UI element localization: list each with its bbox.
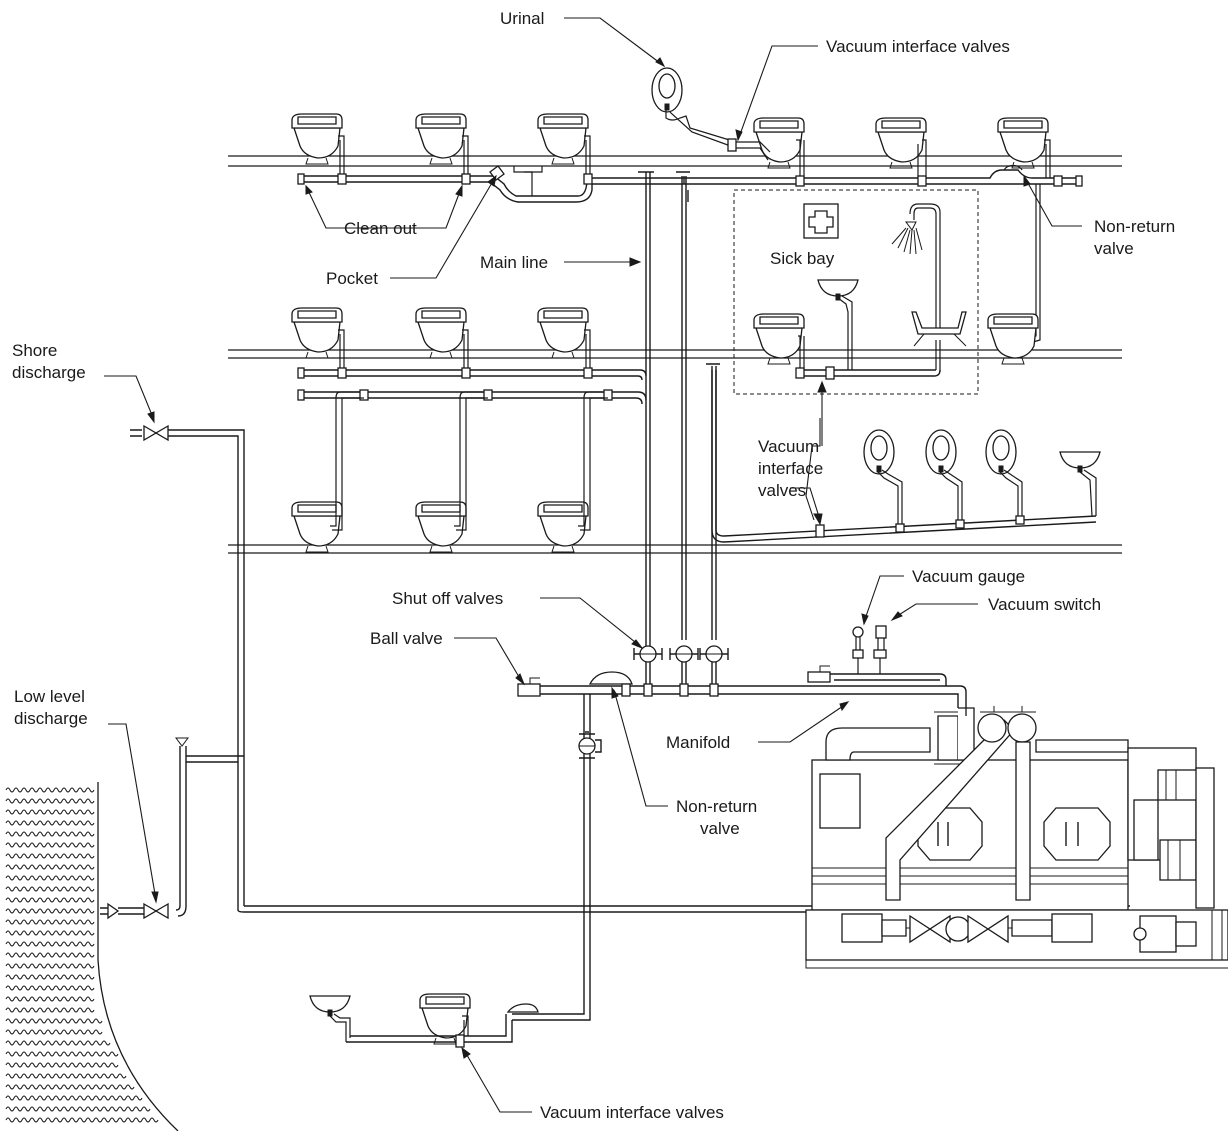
shut-off-valves bbox=[633, 640, 729, 684]
label-vacuum-interface-valves-mid-line3: valves bbox=[758, 481, 806, 500]
sick-bay-boundary bbox=[733, 189, 979, 395]
label-shore-discharge-line2: discharge bbox=[12, 363, 86, 382]
label-vacuum-interface-valves-mid-line2: interface bbox=[758, 459, 823, 478]
valve-icon bbox=[143, 424, 169, 442]
label-vacuum-interface-valves-mid-line1: Vacuum bbox=[758, 437, 819, 456]
label-pocket: Pocket bbox=[326, 269, 378, 288]
vacuum-gauge-icon bbox=[852, 626, 864, 674]
hull-and-water bbox=[5, 782, 179, 1131]
main-lines bbox=[638, 171, 720, 640]
label-non-return-valve-bottom-line1: Non-return bbox=[676, 797, 757, 816]
middle-deck-pipes bbox=[297, 329, 647, 531]
washbasin-icon bbox=[817, 279, 859, 301]
label-shore-discharge-line1: Shore bbox=[12, 341, 57, 360]
label-vacuum-switch: Vacuum switch bbox=[988, 595, 1101, 614]
washbasin-icon bbox=[309, 995, 351, 1017]
label-vacuum-interface-valves-bottom: Vacuum interface valves bbox=[540, 1103, 724, 1122]
label-clean-out: Clean out bbox=[344, 219, 417, 238]
vacuum-unit-icon bbox=[805, 706, 1228, 969]
labels: Urinal Vacuum interface valves Clean out… bbox=[12, 9, 1175, 1122]
urinal-icon bbox=[925, 429, 957, 475]
label-low-level-discharge-line2: discharge bbox=[14, 709, 88, 728]
label-low-level-discharge-line1: Low level bbox=[14, 687, 85, 706]
label-urinal: Urinal bbox=[500, 9, 544, 28]
toilet-icon bbox=[997, 117, 1049, 169]
urinal-icon bbox=[863, 429, 895, 475]
urinal-icon bbox=[985, 429, 1017, 475]
sick-bay bbox=[733, 189, 1039, 395]
label-non-return-valve-top-line2: valve bbox=[1094, 239, 1134, 258]
label-non-return-valve-top-line1: Non-return bbox=[1094, 217, 1175, 236]
washbasin-icon bbox=[1059, 451, 1101, 473]
label-main-line: Main line bbox=[480, 253, 548, 272]
upper-deck-toilets bbox=[291, 67, 1049, 169]
label-ball-valve: Ball valve bbox=[370, 629, 443, 648]
decks bbox=[228, 155, 1122, 554]
valve-icon bbox=[107, 902, 120, 920]
valve-icon bbox=[143, 902, 169, 920]
label-sick-bay: Sick bay bbox=[770, 249, 835, 268]
label-manifold: Manifold bbox=[666, 733, 730, 752]
low-level-discharge-line bbox=[100, 737, 244, 920]
lower-fixtures bbox=[309, 820, 591, 1048]
leader-lines bbox=[104, 17, 1082, 1113]
label-vacuum-interface-valves-top: Vacuum interface valves bbox=[826, 37, 1010, 56]
manifold bbox=[517, 625, 967, 822]
label-shut-off-valves: Shut off valves bbox=[392, 589, 503, 608]
urinal-bank bbox=[711, 370, 1101, 543]
first-aid-cross-icon bbox=[803, 203, 839, 239]
toilet-icon bbox=[753, 313, 805, 365]
water-waves bbox=[5, 787, 159, 1123]
label-non-return-valve-bottom-line2: valve bbox=[700, 819, 740, 838]
urinal-icon bbox=[651, 67, 683, 113]
toilet-icon bbox=[987, 313, 1039, 365]
label-vacuum-gauge: Vacuum gauge bbox=[912, 567, 1025, 586]
vacuum-switch-icon bbox=[873, 625, 887, 674]
shower-icon bbox=[891, 203, 967, 347]
